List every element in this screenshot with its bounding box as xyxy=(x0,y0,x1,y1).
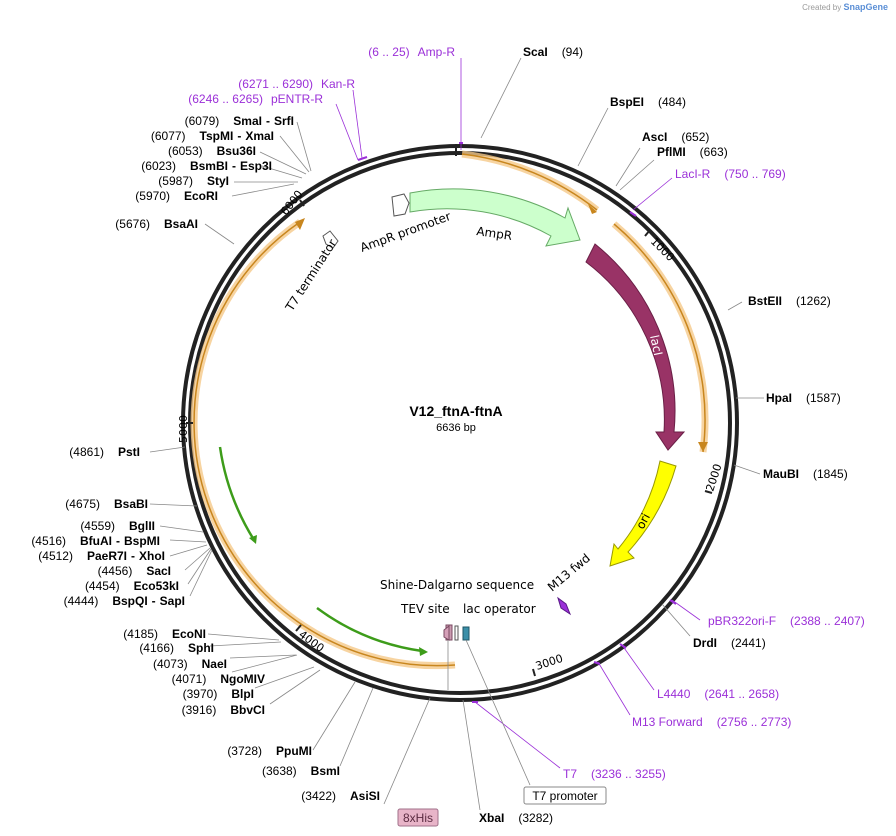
orf-arrow-ampr xyxy=(588,204,597,214)
label-lac-operator: lac operator xyxy=(463,602,536,616)
enzyme-styi: (5987)StyI xyxy=(158,174,229,188)
tick-5000: 5000 xyxy=(177,415,190,443)
feature-ampr xyxy=(409,188,581,247)
enzyme-econi: (4185)EcoNI xyxy=(123,627,206,641)
enzyme-xbai: XbaI(3282) xyxy=(479,811,553,825)
feature-m13-fwd xyxy=(557,596,572,616)
feature-lac-operator xyxy=(462,626,470,641)
label-laci: lacI xyxy=(647,334,665,357)
enzyme-ngomiv: (4071)NgoMIV xyxy=(172,672,265,686)
enzyme-drdi: DrdI(2441) xyxy=(693,636,766,650)
primer-t7: T7(3236 .. 3255) xyxy=(563,767,666,781)
leader-t7-promoter xyxy=(465,639,531,786)
enzyme-eco53ki: (4454)Eco53kI xyxy=(85,579,179,593)
feature-ampr-promoter xyxy=(391,193,410,217)
enzyme-bsteii: BstEII(1262) xyxy=(748,294,831,308)
enzyme-bfuai-bspmi: (4516)BfuAI-BspMI xyxy=(31,534,160,548)
enzyme-ecori: (5970)EcoRI xyxy=(135,189,218,203)
label-8xhis: 8xHis xyxy=(403,811,433,825)
backbone-outer-ring xyxy=(181,144,739,702)
enzyme-bsabi: (4675)BsaBI xyxy=(65,497,148,511)
label-shine-dalgarno: Shine-Dalgarno sequence xyxy=(380,578,534,592)
credit-created-by: Created by xyxy=(802,3,842,12)
enzyme-tspmi-xmai: (6077)TspMI-XmaI xyxy=(151,129,274,143)
label-ori: ori xyxy=(633,511,653,531)
primer-laci-r: LacI-R(750 .. 769) xyxy=(675,167,786,181)
enzyme-psti: (4861)PstI xyxy=(69,445,140,459)
tick-mark-1000 xyxy=(644,229,651,237)
orf-arrow-large xyxy=(295,218,305,230)
enzyme-bsmbi-esp3i: (6023)BsmBI-Esp3I xyxy=(141,159,272,173)
enzyme-sphi: (4166)SphI xyxy=(139,641,214,655)
plasmid-name: V12_ftnA-ftnA xyxy=(409,403,502,419)
feature-shine-dalgarno xyxy=(454,625,459,641)
plasmid-size: 6636 bp xyxy=(436,422,476,434)
t7-promoter-box xyxy=(523,786,607,805)
enzyme-bglii: (4559)BglII xyxy=(80,519,155,533)
feature-8xhis xyxy=(443,624,450,641)
cds-arc-1 xyxy=(218,446,256,541)
enzyme-hpai: HpaI(1587) xyxy=(766,391,841,405)
primer-l4440: L4440(2641 .. 2658) xyxy=(657,687,779,701)
enzyme-pflmi: PflMI(663) xyxy=(657,145,728,159)
feature-laci xyxy=(585,243,686,451)
feature-ori xyxy=(609,460,677,567)
enzyme-smai-srfi: (6079)SmaI-SrfI xyxy=(185,114,294,128)
enzyme-asisi: (3422)AsiSI xyxy=(301,789,380,803)
primer-m13-forward: M13 Forward(2756 .. 2773) xyxy=(632,715,791,729)
enzyme-bspei: BspEI(484) xyxy=(610,95,686,109)
orf-arc-large xyxy=(190,219,456,670)
cds-arrow-1 xyxy=(249,535,257,544)
cds-arrow-2 xyxy=(419,647,428,656)
enzyme-paer7i-xhoi: (4512)PaeR7I-XhoI xyxy=(38,549,165,563)
enzyme-bspqi-sapi: (4444)BspQI-SapI xyxy=(64,594,185,608)
enzyme-asci: AscI(652) xyxy=(642,130,709,144)
enzyme-leader-lines xyxy=(149,57,764,811)
feature-t7-terminator xyxy=(322,230,339,249)
enzyme-bsaai: (5676)BsaAI xyxy=(115,217,198,231)
label-tev-site: TEV site xyxy=(400,602,450,616)
8xhis-box xyxy=(397,808,439,827)
tick-mark-2000 xyxy=(704,490,713,494)
enzyme-bsu36i: (6053)Bsu36I xyxy=(168,144,256,158)
enzyme-bbvci: (3916)BbvCI xyxy=(182,703,265,717)
enzyme-blpi: (3970)BlpI xyxy=(183,687,254,701)
label-ampr-promoter: AmpR promoter xyxy=(358,209,452,255)
tick-mark-3000 xyxy=(532,668,536,677)
label-t7-terminator: T7 terminator xyxy=(282,237,339,315)
orf-arc-large-line xyxy=(193,221,456,667)
orf-arc-laci-line xyxy=(613,223,706,453)
primer-pbr322ori-f: pBR322ori-F(2388 .. 2407) xyxy=(708,614,865,628)
tick-mark-4000 xyxy=(295,624,302,632)
primer-pentr-r: (6246 .. 6265)pENTR-R xyxy=(188,92,323,106)
primer-marks xyxy=(357,142,677,703)
primer-leader-lines xyxy=(335,58,701,769)
cds-arc-2 xyxy=(316,606,423,653)
enzyme-ppumi: (3728)PpuMI xyxy=(227,744,312,758)
orf-arrow-laci xyxy=(698,442,708,452)
primer-amp-r: (6 .. 25)Amp-R xyxy=(368,45,455,59)
enzyme-naei: (4073)NaeI xyxy=(153,657,227,671)
label-ampr: AmpR xyxy=(476,224,513,243)
snapgene-credit: Created by SnapGene xyxy=(802,2,888,12)
enzyme-maubi: MauBI(1845) xyxy=(763,467,848,481)
enzyme-scai: ScaI(94) xyxy=(523,45,583,59)
label-m13-fwd: M13 fwd xyxy=(545,551,593,594)
enzyme-bsmi: (3638)BsmI xyxy=(262,764,340,778)
orf-arc-ampr-line xyxy=(461,153,598,211)
tick-3000: 3000 xyxy=(534,652,565,673)
snapgene-logo: SnapGene xyxy=(843,2,888,12)
enzyme-saci: (4456)SacI xyxy=(98,564,171,578)
primer-kan-r: (6271 .. 6290)Kan-R xyxy=(238,77,355,91)
label-t7-promoter: T7 promoter xyxy=(532,789,597,803)
tick-mark-6000 xyxy=(299,199,305,207)
